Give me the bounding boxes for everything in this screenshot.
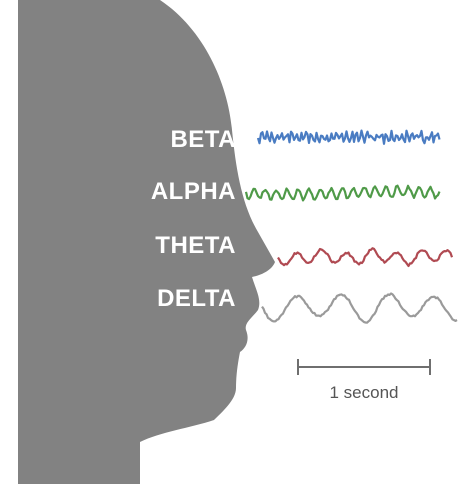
wave-label-alpha: ALPHA <box>151 178 236 205</box>
wave-label-theta: THETA <box>155 232 236 259</box>
alpha-wave <box>244 184 441 202</box>
beta-wave <box>256 129 441 145</box>
time-scale-bar <box>297 359 431 375</box>
wave-label-delta: DELTA <box>157 285 236 312</box>
head-silhouette <box>18 0 275 484</box>
delta-wave <box>261 292 458 324</box>
wave-label-beta: BETA <box>170 126 236 153</box>
theta-wave <box>277 247 454 268</box>
time-scale-label: 1 second <box>330 383 399 402</box>
